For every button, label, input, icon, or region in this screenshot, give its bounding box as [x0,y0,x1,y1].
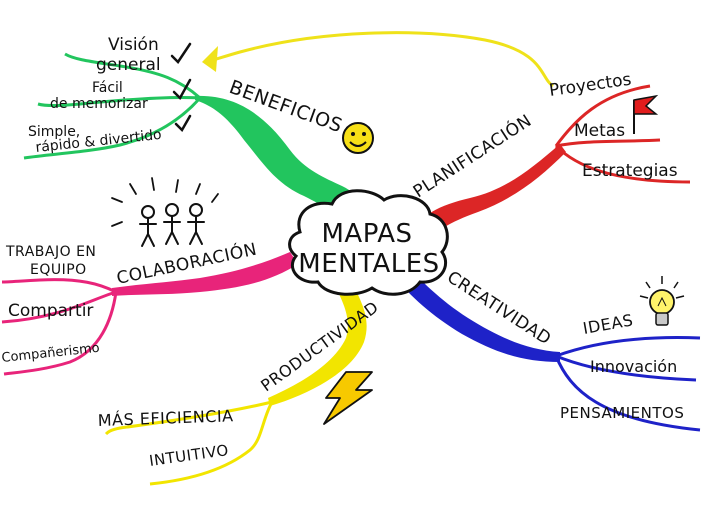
connector-arrow [204,31,554,88]
beneficios-item-2-line1: Fácil [92,80,123,96]
checkmark-icon [174,114,192,133]
planificacion-sub-branches [554,84,691,184]
planificacion-item-metas: Metas [574,121,625,141]
branch-planificacion [410,144,566,246]
colaboracion-item-trabajo-line2: EQUIPO [30,262,87,278]
colaboracion-sub-branches [1,278,118,376]
center-cloud [288,189,449,296]
colaboracion-item-trabajo-line1: TRABAJO EN [5,244,96,260]
productividad-sub-branches [104,400,274,486]
stick-figures-team-icon [111,177,219,247]
lightning-bolt-icon [323,371,373,425]
colaboracion-item-compartir: Compartir [8,301,93,321]
beneficios-item-1-line1: Visión [108,35,159,55]
beneficios-item-3-line1: Simple, [28,124,80,140]
planificacion-item-estrategias: Estrategias [582,161,678,181]
checkmark-icons [170,42,192,133]
beneficios-item-1-line2: general [96,55,161,75]
creatividad-sub-branches [554,336,701,432]
connector-arrowhead [202,46,218,72]
branch-colaboracion [112,252,298,296]
center-title-line1: MAPAS [321,219,412,249]
creatividad-item-pensamientos: PENSAMIENTOS [560,404,684,422]
checkmark-icon [170,42,192,64]
productividad-item-mas-eficiencia: MÁS EFICIENCIA [97,406,233,430]
productividad-item-intuitivo: INTUITIVO [148,441,230,470]
colaboracion-item-companerismo: Compañerismo [1,341,101,366]
lightbulb-icon [639,276,685,326]
red-flag-icon [633,94,659,134]
beneficios-item-2-line2: de memorizar [50,96,148,112]
checkmark-icon [172,78,192,101]
beneficios-sub-branches [23,52,202,160]
creatividad-item-innovacion: Innovación [590,357,677,376]
creatividad-item-ideas: IDEAS [581,310,634,338]
smiley-face-icon [342,122,374,154]
planificacion-item-proyectos: Proyectos [548,70,633,101]
center-title-line2: MENTALES [298,249,439,279]
